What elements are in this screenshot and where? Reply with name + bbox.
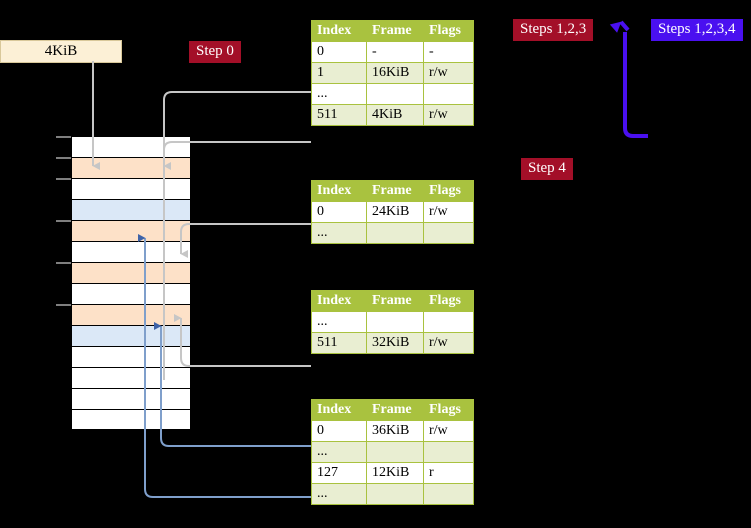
- table-cell: r/w: [423, 332, 474, 354]
- table-cell: [366, 441, 424, 463]
- table-cell: -: [423, 41, 474, 63]
- table-cell: 32KiB: [366, 332, 424, 354]
- memory-frame-row: [56, 262, 191, 283]
- memory-frame-row: [71, 325, 191, 346]
- table-row: 0--: [311, 41, 474, 63]
- frame-box-4kib: 4KiB: [0, 40, 122, 63]
- table-cell: 0: [311, 201, 367, 223]
- table-cell: 4KiB: [366, 104, 424, 126]
- table-cell: r/w: [423, 201, 474, 223]
- column-header-flags: Flags: [423, 180, 474, 202]
- table-cell: [423, 441, 474, 463]
- table-cell: 511: [311, 332, 367, 354]
- column-header-index: Index: [311, 399, 367, 421]
- table-cell: 0: [311, 41, 367, 63]
- memory-frame-row: [71, 241, 191, 262]
- memory-row-tick: [56, 136, 71, 138]
- table-cell: ...: [311, 311, 367, 333]
- table-cell: [423, 311, 474, 333]
- column-header-index: Index: [311, 20, 367, 42]
- wire-pd-to-memory: [174, 314, 311, 367]
- table-cell: [366, 311, 424, 333]
- table-cell: [366, 222, 424, 244]
- table-cell: r/w: [423, 62, 474, 84]
- column-header-frame: Frame: [366, 399, 424, 421]
- memory-frame-row: [71, 388, 191, 409]
- wire-steps-loop-arrow: [609, 20, 630, 33]
- table-row: ...: [311, 83, 474, 105]
- table-cell: [366, 483, 424, 505]
- memory-frame-row: [56, 157, 191, 178]
- table-cell: ...: [311, 441, 367, 463]
- column-header-frame: Frame: [366, 290, 424, 312]
- column-header-index: Index: [311, 290, 367, 312]
- frame-box-label: 4KiB: [44, 43, 78, 59]
- table-cell: 24KiB: [366, 201, 424, 223]
- table-row: ...: [311, 441, 474, 463]
- table-cell: [423, 83, 474, 105]
- step-0-label: Step 0: [189, 41, 241, 63]
- column-header-flags: Flags: [423, 399, 474, 421]
- memory-frame-row: [71, 346, 191, 367]
- memory-frame-row: [71, 199, 191, 220]
- memory-frame-row: [56, 178, 191, 199]
- steps-1-2-3-4-label: Steps 1,2,3,4: [651, 19, 743, 41]
- table-row: ...: [311, 311, 474, 333]
- memory-frame-row: [56, 220, 191, 241]
- column-header-flags: Flags: [423, 290, 474, 312]
- table-cell: r/w: [423, 420, 474, 442]
- table-cell: ...: [311, 83, 367, 105]
- memory-frame-row: [71, 283, 191, 304]
- table-row: ...: [311, 483, 474, 505]
- column-header-flags: Flags: [423, 20, 474, 42]
- table-cell: 36KiB: [366, 420, 424, 442]
- memory-frame-row: [56, 304, 191, 325]
- memory-frame-row: [56, 136, 191, 157]
- wire-steps-loop-stem: [623, 32, 648, 138]
- memory-frame-row: [71, 367, 191, 388]
- memory-row-tick: [56, 304, 71, 306]
- memory-row-tick: [56, 220, 71, 222]
- memory-row-tick: [56, 157, 71, 159]
- memory-row-tick: [56, 262, 71, 264]
- memory-frame-row: [71, 409, 191, 430]
- physical-memory-column: [56, 136, 191, 430]
- table-cell: 0: [311, 420, 367, 442]
- table-cell: -: [366, 41, 424, 63]
- column-header-index: Index: [311, 180, 367, 202]
- table-cell: 1: [311, 62, 367, 84]
- table-cell: 127: [311, 462, 367, 484]
- table-cell: [423, 483, 474, 505]
- table-cell: 12KiB: [366, 462, 424, 484]
- memory-row-tick: [56, 178, 71, 180]
- table-cell: 16KiB: [366, 62, 424, 84]
- table-cell: r: [423, 462, 474, 484]
- table-cell: [423, 222, 474, 244]
- table-cell: r/w: [423, 104, 474, 126]
- column-header-frame: Frame: [366, 20, 424, 42]
- table-cell: [366, 83, 424, 105]
- table-cell: ...: [311, 483, 367, 505]
- column-header-frame: Frame: [366, 180, 424, 202]
- step-4-label: Step 4: [521, 158, 573, 180]
- table-cell: 511: [311, 104, 367, 126]
- wire-pdp-to-memory: [180, 223, 311, 258]
- steps-1-2-3-label: Steps 1,2,3: [513, 19, 594, 41]
- table-cell: ...: [311, 222, 367, 244]
- table-row: ...: [311, 222, 474, 244]
